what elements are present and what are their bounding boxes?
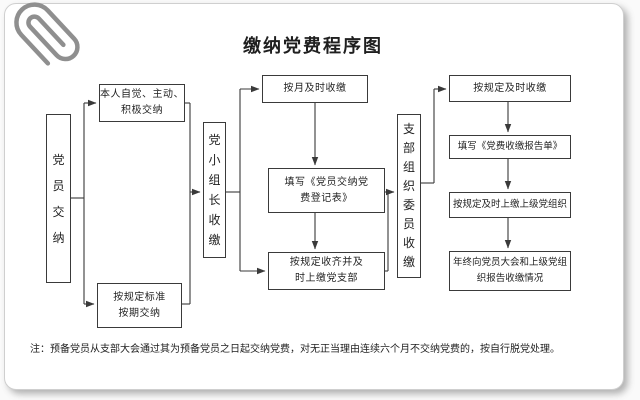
flow-node-label: 按规定收齐并及: [289, 257, 364, 268]
flow-node-label: 按规定及时上缴上级党组织: [452, 199, 567, 210]
flow-node-label: 按规定及时收缴: [473, 82, 547, 94]
flow-node-pay-by-standard: 按规定标准 按期交纳: [97, 283, 182, 328]
flow-node-label: 党员交纳: [52, 152, 65, 245]
paperclip-icon: [14, 2, 80, 66]
flow-node-label: 填写《党费收缴报告单》: [457, 141, 563, 152]
flow-node-pay-higher-org: 按规定及时上缴上级党组织: [449, 192, 571, 218]
flow-node-collect-and-pay-branch: 按规定收齐并及 时上缴党支部: [268, 252, 385, 290]
flow-node-label: 党小组长收缴: [208, 133, 221, 247]
flow-node-label: 按期交纳: [118, 307, 161, 319]
flow-node-fill-report-form: 填写《党费收缴报告单》: [449, 135, 571, 159]
flow-node-label: 积极交纳: [121, 105, 163, 116]
footnote: 注：预备党员从支部大会通过其为预备党员之日起交纳党费，对无正当理由连续六个月不交…: [30, 344, 560, 355]
flow-node-fill-member-register: 填写《党员交纳党 费登记表》: [268, 168, 385, 213]
flow-node-timely-collect: 按规定及时收缴: [449, 75, 571, 102]
page-title: 缴纳党费程序图: [243, 36, 383, 57]
flow-node-group-leader-collect: 党小组长收缴: [203, 122, 226, 258]
flow-node-label: 年终向党员大会和上级党组: [452, 257, 567, 268]
flow-node-label: 按规定标准: [113, 291, 166, 303]
flow-node-branch-committee-collect: 支部组织委员收缴: [397, 114, 421, 278]
flow-node-self-conscious-pay: 本人自觉、主动、 积极交纳: [99, 84, 185, 122]
flow-node-member-pay: 党员交纳: [46, 114, 71, 283]
flow-node-monthly-collect: 按月及时收缴: [262, 75, 368, 103]
flow-node-year-end-report: 年终向党员大会和上级党组 织报告收缴情况: [449, 251, 571, 291]
flow-node-label: 填写《党员交纳党: [284, 176, 369, 188]
flow-node-label: 支部组织委员收缴: [402, 122, 415, 269]
flow-node-label: 按月及时收缴: [283, 83, 347, 94]
flow-node-label: 织报告收缴情况: [476, 273, 544, 284]
flow-node-label: 本人自觉、主动、: [100, 89, 184, 100]
flow-node-label: 时上缴党支部: [295, 273, 358, 284]
flow-node-label: 费登记表》: [300, 192, 353, 204]
